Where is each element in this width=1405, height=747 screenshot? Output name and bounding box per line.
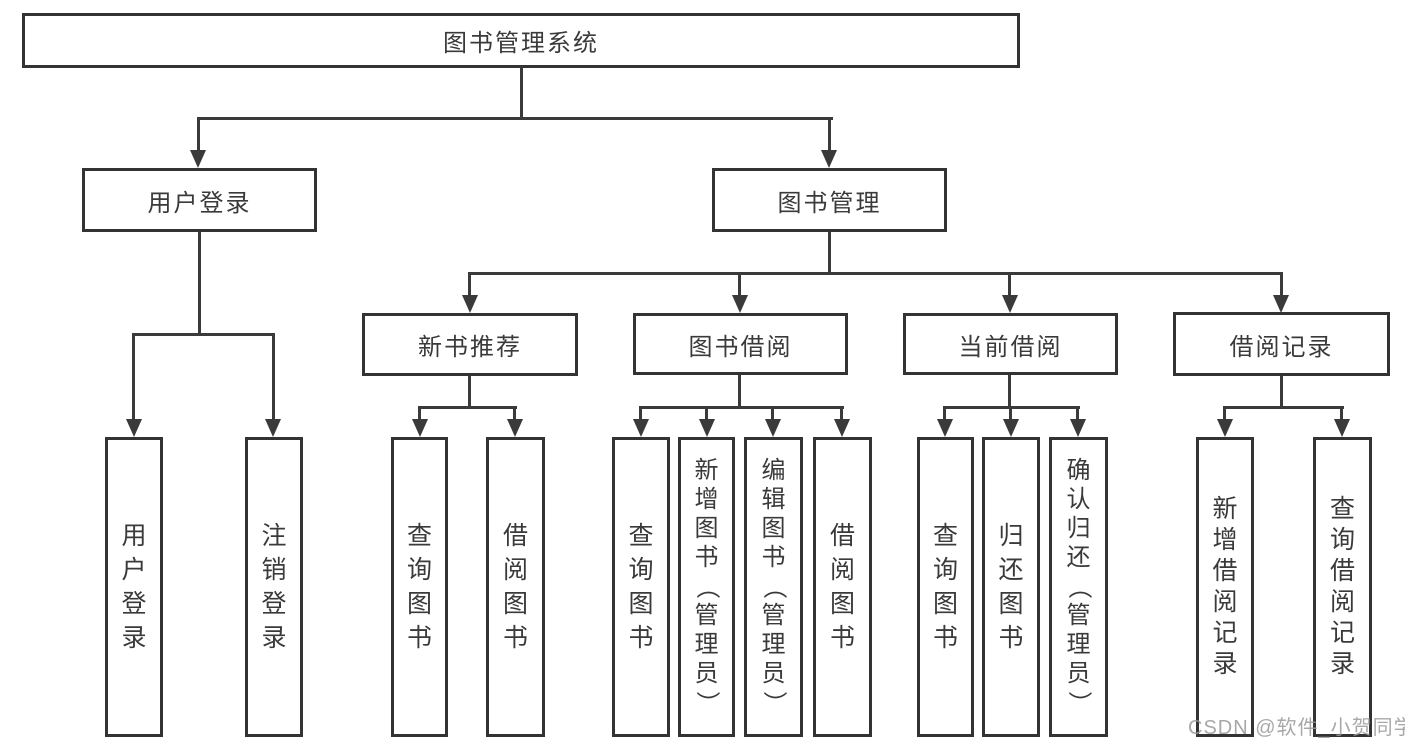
node-borrow-query-books: 查询图书 bbox=[612, 437, 670, 737]
connector-line bbox=[1076, 406, 1079, 419]
node-user-login: 用户登录 bbox=[82, 168, 317, 232]
node-label: 借阅记录 bbox=[1229, 333, 1334, 361]
node-label: 新增图书（管理员） bbox=[693, 457, 721, 716]
node-rec-borrow-books: 借阅图书 bbox=[486, 437, 545, 737]
connector-line bbox=[1280, 272, 1283, 295]
node-label: 当前借阅 bbox=[958, 333, 1063, 361]
connector-line bbox=[1009, 406, 1012, 419]
connector-line bbox=[418, 406, 421, 419]
connector-line bbox=[513, 406, 516, 419]
node-current-borrowing: 当前借阅 bbox=[903, 313, 1118, 375]
connector-line bbox=[943, 406, 946, 419]
node-current-query-books: 查询图书 bbox=[917, 437, 974, 737]
node-label: 用户登录 bbox=[121, 521, 147, 652]
arrowhead-icon bbox=[765, 419, 781, 437]
node-label: 借阅图书 bbox=[502, 521, 528, 652]
arrowhead-icon bbox=[633, 419, 649, 437]
node-add-borrow-record: 新增借阅记录 bbox=[1196, 437, 1254, 737]
arrowhead-icon bbox=[462, 295, 478, 313]
node-library-management-system: 图书管理系统 bbox=[22, 13, 1020, 68]
connector-line bbox=[771, 406, 774, 419]
node-rec-query-books: 查询图书 bbox=[391, 437, 448, 737]
arrowhead-icon bbox=[834, 419, 850, 437]
connector-line bbox=[132, 333, 135, 419]
node-label: 编辑图书（管理员） bbox=[760, 457, 788, 716]
connector-line bbox=[840, 406, 843, 419]
node-borrow-borrow-books: 借阅图书 bbox=[813, 437, 872, 737]
arrowhead-icon bbox=[732, 295, 748, 313]
node-leaf-logout: 注销登录 bbox=[245, 437, 303, 737]
connector-line bbox=[197, 117, 200, 150]
arrowhead-icon bbox=[1002, 295, 1018, 313]
node-borrowing-records: 借阅记录 bbox=[1173, 312, 1390, 376]
node-leaf-user-login: 用户登录 bbox=[105, 437, 163, 737]
connector-line bbox=[639, 406, 844, 409]
connector-line bbox=[468, 272, 471, 295]
node-label: 查询图书 bbox=[406, 521, 432, 652]
arrowhead-icon bbox=[1217, 419, 1233, 437]
node-confirm-return-admin: 确认归还（管理员） bbox=[1049, 437, 1108, 737]
node-label: 注销登录 bbox=[261, 521, 287, 652]
connector-line bbox=[418, 406, 517, 409]
connector-line bbox=[198, 232, 201, 336]
connector-line bbox=[197, 117, 833, 120]
connector-line bbox=[1340, 406, 1343, 419]
node-return-books: 归还图书 bbox=[982, 437, 1040, 737]
connector-line bbox=[738, 375, 741, 409]
node-label: 图书管理系统 bbox=[443, 30, 599, 57]
csdn-watermark: CSDN @软件_小贺同学 bbox=[1188, 717, 1405, 739]
arrowhead-icon bbox=[1334, 419, 1350, 437]
connector-line bbox=[272, 333, 275, 419]
connector-line bbox=[1008, 375, 1011, 409]
connector-line bbox=[1280, 376, 1283, 409]
node-label: 归还图书 bbox=[998, 521, 1024, 652]
connector-line bbox=[1008, 272, 1011, 295]
node-query-borrow-record: 查询借阅记录 bbox=[1313, 437, 1372, 737]
arrowhead-icon bbox=[1273, 295, 1289, 313]
node-label: 新增借阅记录 bbox=[1212, 495, 1238, 678]
node-book-borrowing: 图书借阅 bbox=[633, 313, 848, 375]
node-label: 确认归还（管理员） bbox=[1065, 457, 1093, 716]
node-label: 新书推荐 bbox=[418, 334, 522, 361]
arrowhead-icon bbox=[507, 419, 523, 437]
node-label: 查询借阅记录 bbox=[1329, 495, 1355, 678]
node-book-management: 图书管理 bbox=[712, 168, 947, 232]
connector-line bbox=[1223, 406, 1344, 409]
connector-line bbox=[468, 272, 1283, 275]
connector-line bbox=[639, 406, 642, 419]
connector-line bbox=[132, 333, 275, 336]
node-label: 用户登录 bbox=[147, 189, 252, 217]
node-label: 图书借阅 bbox=[688, 333, 793, 361]
node-new-book-recommend: 新书推荐 bbox=[362, 313, 578, 376]
node-label: 图书管理 bbox=[777, 189, 882, 217]
connector-line bbox=[705, 406, 708, 419]
node-label: 借阅图书 bbox=[829, 521, 855, 652]
connector-line bbox=[468, 376, 471, 409]
connector-line bbox=[828, 117, 831, 150]
connector-line bbox=[828, 232, 831, 275]
arrowhead-icon bbox=[821, 150, 837, 168]
connector-line bbox=[738, 272, 741, 295]
arrowhead-icon bbox=[1003, 419, 1019, 437]
node-edit-books-admin: 编辑图书（管理员） bbox=[744, 437, 803, 737]
arrowhead-icon bbox=[265, 419, 281, 437]
connector-line bbox=[1223, 406, 1226, 419]
arrowhead-icon bbox=[699, 419, 715, 437]
node-add-books-admin: 新增图书（管理员） bbox=[678, 437, 735, 737]
arrowhead-icon bbox=[190, 150, 206, 168]
node-label: 查询图书 bbox=[932, 521, 958, 652]
arrowhead-icon bbox=[126, 419, 142, 437]
node-label: 查询图书 bbox=[628, 521, 654, 652]
arrowhead-icon bbox=[937, 419, 953, 437]
arrowhead-icon bbox=[412, 419, 428, 437]
connector-line bbox=[520, 66, 523, 120]
arrowhead-icon bbox=[1070, 419, 1086, 437]
